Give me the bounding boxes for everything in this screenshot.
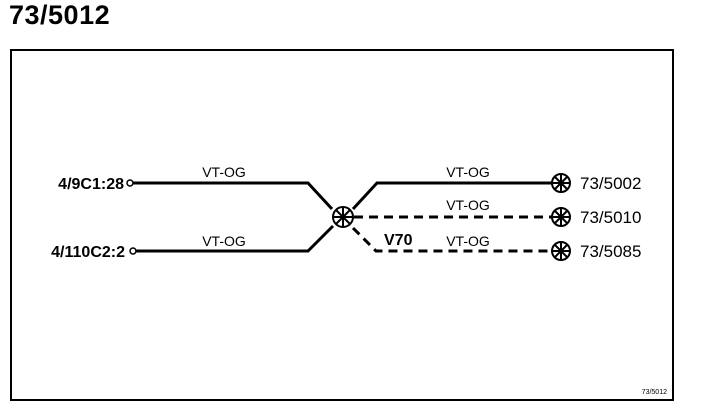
wire-right-3 [351, 226, 552, 253]
wire-label-left-bottom: VT-OG [202, 233, 246, 249]
wire-label-left-top: VT-OG [202, 164, 246, 180]
variant-label: V70 [384, 232, 413, 249]
splice-end-1-icon [551, 173, 571, 193]
splice-end-3-icon [551, 241, 571, 261]
terminal-left-bottom [129, 247, 137, 255]
wire-left-top [133, 181, 334, 211]
wire-label-right-3: VT-OG [446, 233, 490, 249]
wire-right-1 [351, 181, 552, 211]
wire-left-bottom [136, 224, 335, 253]
splice-end-2-icon [551, 207, 571, 227]
connector-label-left-bottom: 4/110C2:2 [51, 244, 125, 261]
splice-label-3: 73/5085 [580, 242, 641, 261]
connector-label-left-top: 4/9C1:28 [58, 176, 124, 193]
splice-label-2: 73/5010 [580, 208, 641, 227]
page-title: 73/5012 [9, 0, 111, 30]
diagram-frame [10, 49, 674, 401]
splice-label-1: 73/5002 [580, 174, 641, 193]
wire-label-right-2: VT-OG [446, 197, 490, 213]
splice-center-icon [332, 206, 354, 228]
figure-reference: 73/5012 [642, 389, 667, 396]
wire-label-right-1: VT-OG [446, 164, 490, 180]
terminal-left-top [126, 179, 134, 187]
